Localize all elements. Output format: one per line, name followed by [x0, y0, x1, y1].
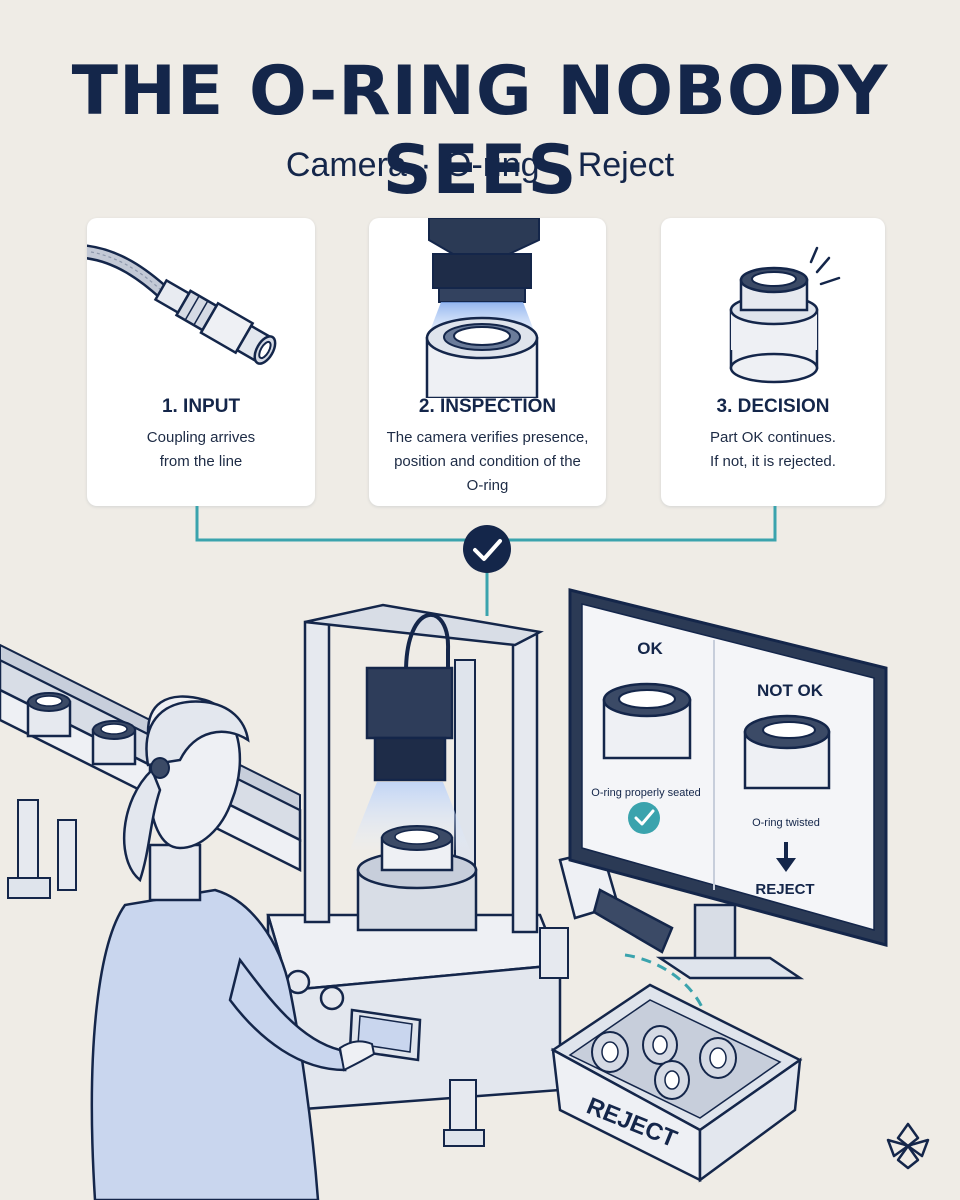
step-text-input-2: from the line	[159, 453, 243, 470]
page-subtitle: Camera · O-ring · Reject	[285, 146, 675, 184]
step-title-decision: 3. DECISION	[716, 396, 830, 417]
check-icon	[463, 525, 511, 573]
conveyor-part-2	[91, 720, 137, 766]
coupling-hose-icon	[87, 244, 277, 365]
step-text-decision-2: If not, it is rejected.	[710, 453, 836, 470]
step-text-inspection-3: O-ring	[466, 477, 509, 494]
step-title-input: 1. INPUT	[161, 396, 241, 417]
monitor-ok-label: OK	[637, 639, 663, 658]
step-card-decision: 3. DECISION Part OK continues. If not, i…	[661, 218, 885, 506]
step-card-inspection: 2. INSPECTION The camera verifies presen…	[369, 218, 606, 506]
monitor-notok-caption: O-ring twisted	[752, 817, 820, 829]
monitor-reject-label: REJECT	[755, 881, 814, 898]
step-card-input: 1. INPUT Coupling arrives from the line	[87, 218, 315, 506]
conveyor-part-1	[26, 692, 72, 738]
step-text-input-1: Coupling arrives	[146, 429, 256, 446]
monitor-ok-caption: O-ring properly seated	[591, 787, 700, 799]
part-ok-icon	[729, 246, 841, 384]
step-text-inspection-2: position and condition of the	[394, 453, 581, 470]
camera-inspection-icon	[425, 218, 540, 398]
monitor: OK O-ring properly seated NOT OK O-ring …	[568, 588, 888, 980]
step-text-inspection-1: The camera verifies presence,	[386, 429, 589, 446]
arrow-down-icon	[776, 842, 796, 872]
operator-figure	[90, 695, 376, 1200]
step-text-decision-1: Part OK continues.	[710, 429, 836, 446]
brand-logo-icon	[886, 1122, 930, 1170]
page-title: THE O-RING NOBODY SEES	[71, 52, 889, 210]
reject-bin: REJECT	[550, 983, 803, 1183]
eject-path-arrow	[624, 953, 710, 1026]
monitor-notok-label: NOT OK	[757, 681, 824, 700]
step-title-inspection: 2. INSPECTION	[418, 396, 557, 417]
check-icon	[628, 802, 660, 834]
